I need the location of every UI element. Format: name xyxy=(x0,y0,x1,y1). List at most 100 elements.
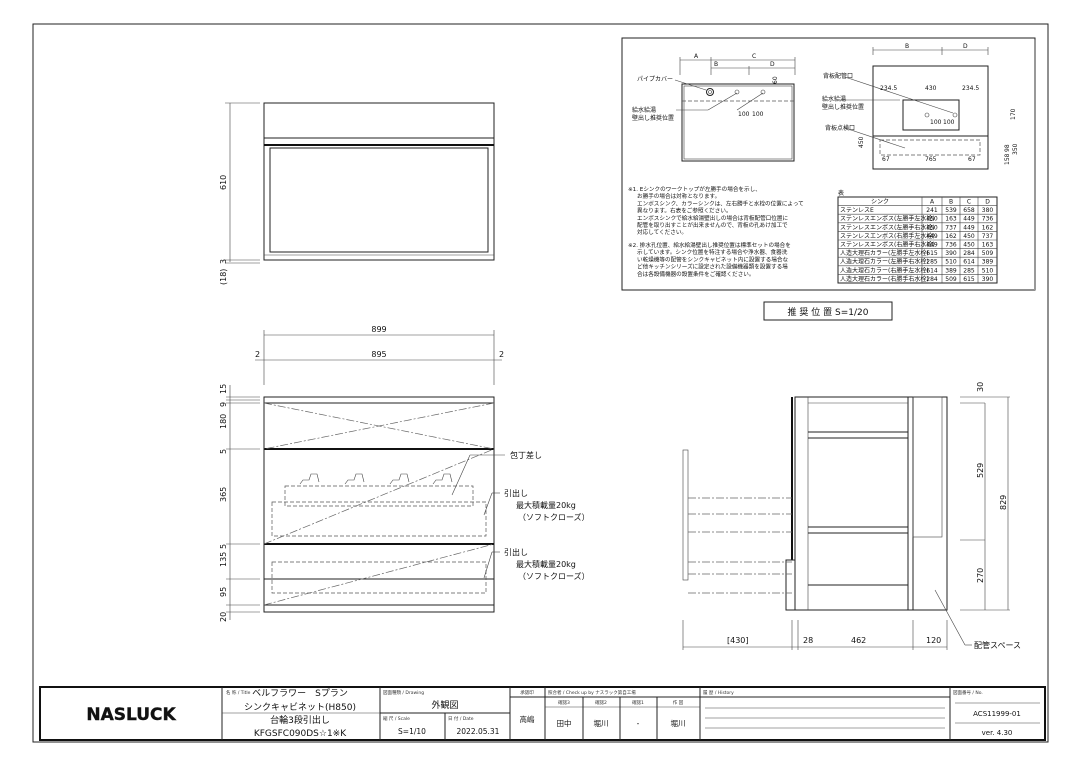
table-cell: 450 xyxy=(963,242,975,249)
dim-120: 120 xyxy=(926,636,941,645)
date-label: 日 付 / Date xyxy=(448,715,474,722)
table-header: A xyxy=(930,199,935,206)
dim-label-d: D xyxy=(770,61,775,68)
note-1-line: 配管を取り出すことが出来ませんので、背板の孔あけ加工で xyxy=(637,221,788,229)
dim-28: 28 xyxy=(803,636,813,645)
inset-caption: 推 奨 位 置 S=1/20 xyxy=(788,306,869,318)
table-cell: 510 xyxy=(982,267,994,274)
table-header: D xyxy=(985,199,990,206)
note-1-line: ※1. Eシンクのワークトップが左勝手の場合を示し、 xyxy=(628,185,761,193)
model-number: KFGSFC090DS☆1※K xyxy=(254,729,347,739)
dim-234-left: 234.5 xyxy=(880,85,897,92)
dim-350: 350 xyxy=(1012,143,1019,155)
table-cell: 509 xyxy=(945,276,957,283)
title-line1: ベルフラワー Sプラン xyxy=(252,688,348,699)
table-cell: 284 xyxy=(963,250,975,257)
note-2-line: 示しています。シンク位置を特注する場合や浄水器、食器洗 xyxy=(637,248,788,256)
dim-100a: 100 xyxy=(738,111,750,118)
table-cell: 450 xyxy=(926,216,938,223)
dim-67b: 67 xyxy=(968,156,976,163)
supply-label-2: 壁出し推奨位置 xyxy=(632,114,674,122)
check-col-drafter: 作 図 xyxy=(673,699,684,706)
table-cell: 449 xyxy=(963,216,975,223)
dim-label-b2: B xyxy=(905,43,909,50)
supply-label-r1: 給水給湯 xyxy=(822,95,846,103)
table-cell: 389 xyxy=(982,259,994,266)
dim-depth-610: 610 xyxy=(219,175,228,190)
dim-extension-430: [430] xyxy=(727,636,749,645)
dim-462: 462 xyxy=(851,636,866,645)
drawing-no-value: ACS11999-01 xyxy=(973,710,1021,718)
check-col-2: 確認2 xyxy=(595,699,607,706)
note-1-line: エンボスシンクで給水給湯壁出しの場合は背板配管口位置に xyxy=(637,214,788,222)
dim-side-right: 2 xyxy=(499,350,504,359)
table-row-label: 人造大理石カラー(左勝手右水栓) xyxy=(840,258,929,266)
title-line2: シンクキャビネット(H850) xyxy=(244,702,356,713)
note-1-line: 対応してください。 xyxy=(637,228,687,236)
table-cell: 615 xyxy=(926,250,938,257)
supply-label-1: 給水給湯 xyxy=(632,106,656,114)
knife-holder-label: 包丁差し xyxy=(510,450,542,460)
table-cell: 736 xyxy=(982,216,994,223)
table-cell: 737 xyxy=(982,233,994,240)
pipe-space-label: 配管スペース xyxy=(974,640,1021,650)
table-row-label: 人造大理石カラー(右勝手左水栓) xyxy=(840,266,929,274)
dim-height: 15 xyxy=(219,384,228,394)
drawing-no-label: 図面番号 / No. xyxy=(953,689,983,696)
title-block: NASLUCK 名 称 / Title ベルフラワー Sプラン シンクキャビネッ… xyxy=(39,686,1046,741)
drawer2-label: 引出し xyxy=(504,547,528,557)
dim-529: 529 xyxy=(976,463,985,478)
check-label: 照合者 / Check up by ナスラック第自工場 xyxy=(548,689,636,696)
table-cell: 163 xyxy=(982,242,994,249)
table-row-label: ステンレスエンボス(左勝手左水栓) xyxy=(840,215,935,223)
date-value: 2022.05.31 xyxy=(457,727,500,736)
inset-caption-box xyxy=(763,301,893,321)
note-1-line: エンボスシンク、カラーシンクは、左右勝手と水栓の位置によって xyxy=(637,199,804,207)
drawer1-load: 最大積載量20kg xyxy=(516,500,576,510)
checker-2: 堀川 xyxy=(594,719,609,728)
table-row-label: ステンレスE xyxy=(840,207,874,214)
dim-side-left: 2 xyxy=(255,350,260,359)
dim-67a: 67 xyxy=(882,156,890,163)
dim-170: 170 xyxy=(1010,108,1017,120)
dim-3: 3 xyxy=(219,259,228,264)
table-header: B xyxy=(949,199,953,206)
dim-100c: 100 xyxy=(930,119,942,126)
dim-height: 180 xyxy=(219,414,228,429)
table-cell: 737 xyxy=(945,224,957,231)
table-cell: 162 xyxy=(945,233,957,240)
inset-sink-plan: A C B D パイプカバー 給水給湯 壁出し推奨位置 60 100 100 xyxy=(632,53,796,162)
table-cell: 390 xyxy=(945,250,957,257)
dim-label-b: B xyxy=(714,61,718,68)
dim-18: (18) xyxy=(219,269,228,285)
title-label: 名 称 / Title xyxy=(226,689,251,696)
dim-234-right: 234.5 xyxy=(962,85,979,92)
table-cell: 285 xyxy=(926,259,938,266)
note-2-line: ど他キッチンシリーズに設定された設備機器類を設置する場 xyxy=(637,263,788,271)
dim-100d: 100 xyxy=(943,119,955,126)
inset-notes: ※1. Eシンクのワークトップが左勝手の場合を示し、お勝手の場合は対称となります… xyxy=(628,185,804,278)
table-cell: 509 xyxy=(982,250,994,257)
title-line3: 台輪3段引出し xyxy=(270,714,330,726)
check-col-1: 確認1 xyxy=(632,699,644,706)
check-col-3: 確認3 xyxy=(558,699,570,706)
note-2-line: い乾燥機等の配管をシンクキャビネット内に設置する場合な xyxy=(637,255,788,263)
scale-value: S=1/10 xyxy=(398,727,426,736)
dim-height: 20 xyxy=(219,612,228,622)
table-row-label: ステンレスエンボス(右勝手右水栓) xyxy=(840,241,935,249)
knife-holder-drawing xyxy=(299,473,453,485)
pipe-cover-label: パイプカバー xyxy=(637,76,673,83)
dim-450: 450 xyxy=(858,136,865,148)
dim-height: 9 xyxy=(219,402,228,407)
table-cell: 539 xyxy=(945,207,957,214)
table-cell: 389 xyxy=(945,267,957,274)
approval-label: 承認印 xyxy=(520,689,534,696)
dim-895: 895 xyxy=(371,350,386,359)
dim-829: 829 xyxy=(999,495,1008,510)
table-cell: 162 xyxy=(982,224,994,231)
table-cell: 450 xyxy=(963,233,975,240)
table-row-label: ステンレスエンボス(右勝手左水栓) xyxy=(840,232,935,240)
table-cell: 510 xyxy=(945,259,957,266)
table-cell: 380 xyxy=(982,207,994,214)
table-cell: 658 xyxy=(963,207,975,214)
